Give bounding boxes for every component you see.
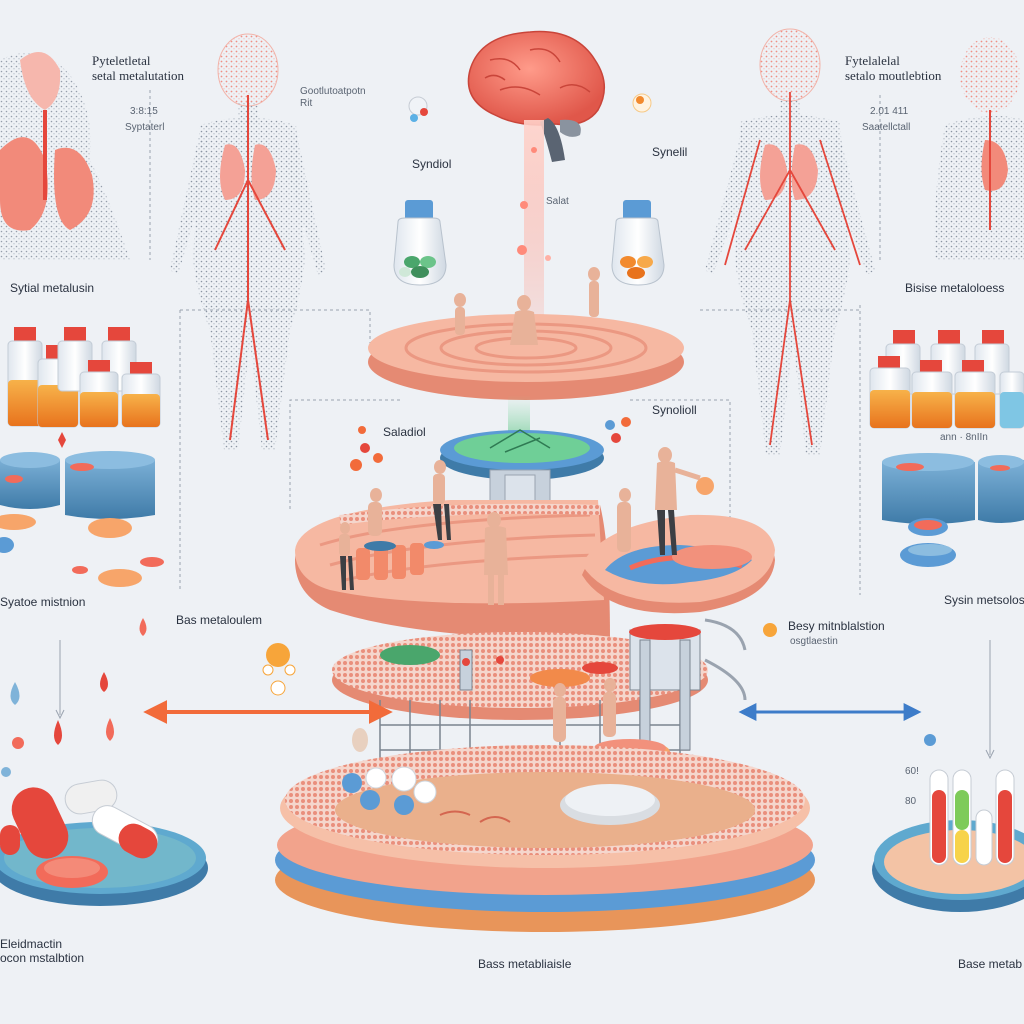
bottom-center-label: Bass metabliaisle — [478, 957, 572, 971]
center-right-sub: osgtlaestin — [790, 636, 838, 647]
bottom-right-label: Base metab — [958, 957, 1023, 971]
left-pucks — [0, 451, 164, 587]
top-right-code: 2.01 411 — [870, 106, 909, 117]
left-body-figure — [170, 33, 326, 450]
lower-tier-disc — [332, 618, 747, 811]
green-capsule-jar — [393, 200, 447, 286]
right-vial-note: ann · 8nIIn — [940, 432, 988, 443]
right-body-figure — [705, 28, 875, 455]
top-left-title: Pyteletletal setal metalutation — [92, 53, 185, 83]
left-down-arrowhead — [55, 709, 65, 720]
platform-right-tag: Synolioll — [652, 403, 697, 417]
right-low-label: Sysin metsoloss — [944, 593, 1024, 607]
right-vials — [869, 330, 1024, 429]
right-mid-label: Bisise metaloloess — [905, 281, 1005, 295]
top-left-sub: Syptaterl — [125, 122, 165, 133]
top-left-small-note: Gootlutoatpotn Rit — [300, 86, 366, 109]
right-torso-figure — [934, 37, 1024, 260]
right-tube-label-a: 60! — [905, 766, 919, 777]
brain-right-tag: Synelil — [652, 145, 688, 159]
bottom-left-label: Eleidmactin ocon mstalbtion — [0, 937, 85, 965]
brain-beam — [517, 120, 551, 320]
platform-left-tag: Saladiol — [383, 425, 426, 439]
brain-left-tag: Syndiol — [412, 157, 452, 171]
molecule-icons-top — [408, 93, 652, 122]
left-low-label: Syatoe mistnion — [0, 595, 86, 609]
left-drops — [1, 618, 147, 777]
top-right-title: Fytelalelal setalo moutlebtion — [845, 53, 942, 83]
left-mid-label: Sytial metalusin — [10, 281, 95, 295]
brain-icon — [467, 30, 605, 162]
right-tube-label-b: 80 — [905, 796, 917, 807]
molecule-icons-mid — [350, 417, 714, 495]
top-right-sub: Saatellctall — [862, 122, 911, 133]
top-platform-disc — [368, 267, 684, 400]
left-torso-figure — [0, 52, 130, 261]
right-down-arrowhead — [985, 749, 995, 760]
beam-tag: Salat — [546, 196, 569, 207]
top-left-code: 3:8:15 — [130, 106, 158, 117]
right-test-tubes — [872, 734, 1024, 912]
base-platform — [275, 728, 815, 932]
left-vials — [7, 327, 161, 448]
center-right-title: Besy mitnblalstion — [788, 619, 885, 633]
middle-figures — [339, 447, 701, 605]
left-pill-dish — [0, 779, 208, 906]
orange-molecule — [262, 623, 777, 696]
center-left-label: Bas metaloulem — [176, 613, 263, 627]
orange-capsule-jar — [611, 200, 665, 286]
right-pucks — [882, 453, 1024, 567]
